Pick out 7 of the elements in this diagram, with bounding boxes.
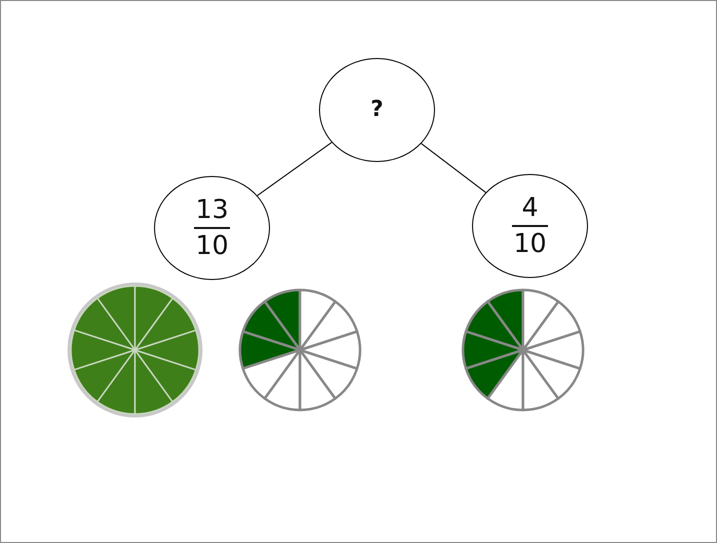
connector-line <box>256 142 332 196</box>
numerator: 4 <box>522 193 538 223</box>
unknown-mark: ? <box>370 96 384 124</box>
numerator: 13 <box>195 195 229 225</box>
denominator: 10 <box>513 229 547 259</box>
denominator: 10 <box>195 231 229 261</box>
connector-line <box>420 143 486 193</box>
